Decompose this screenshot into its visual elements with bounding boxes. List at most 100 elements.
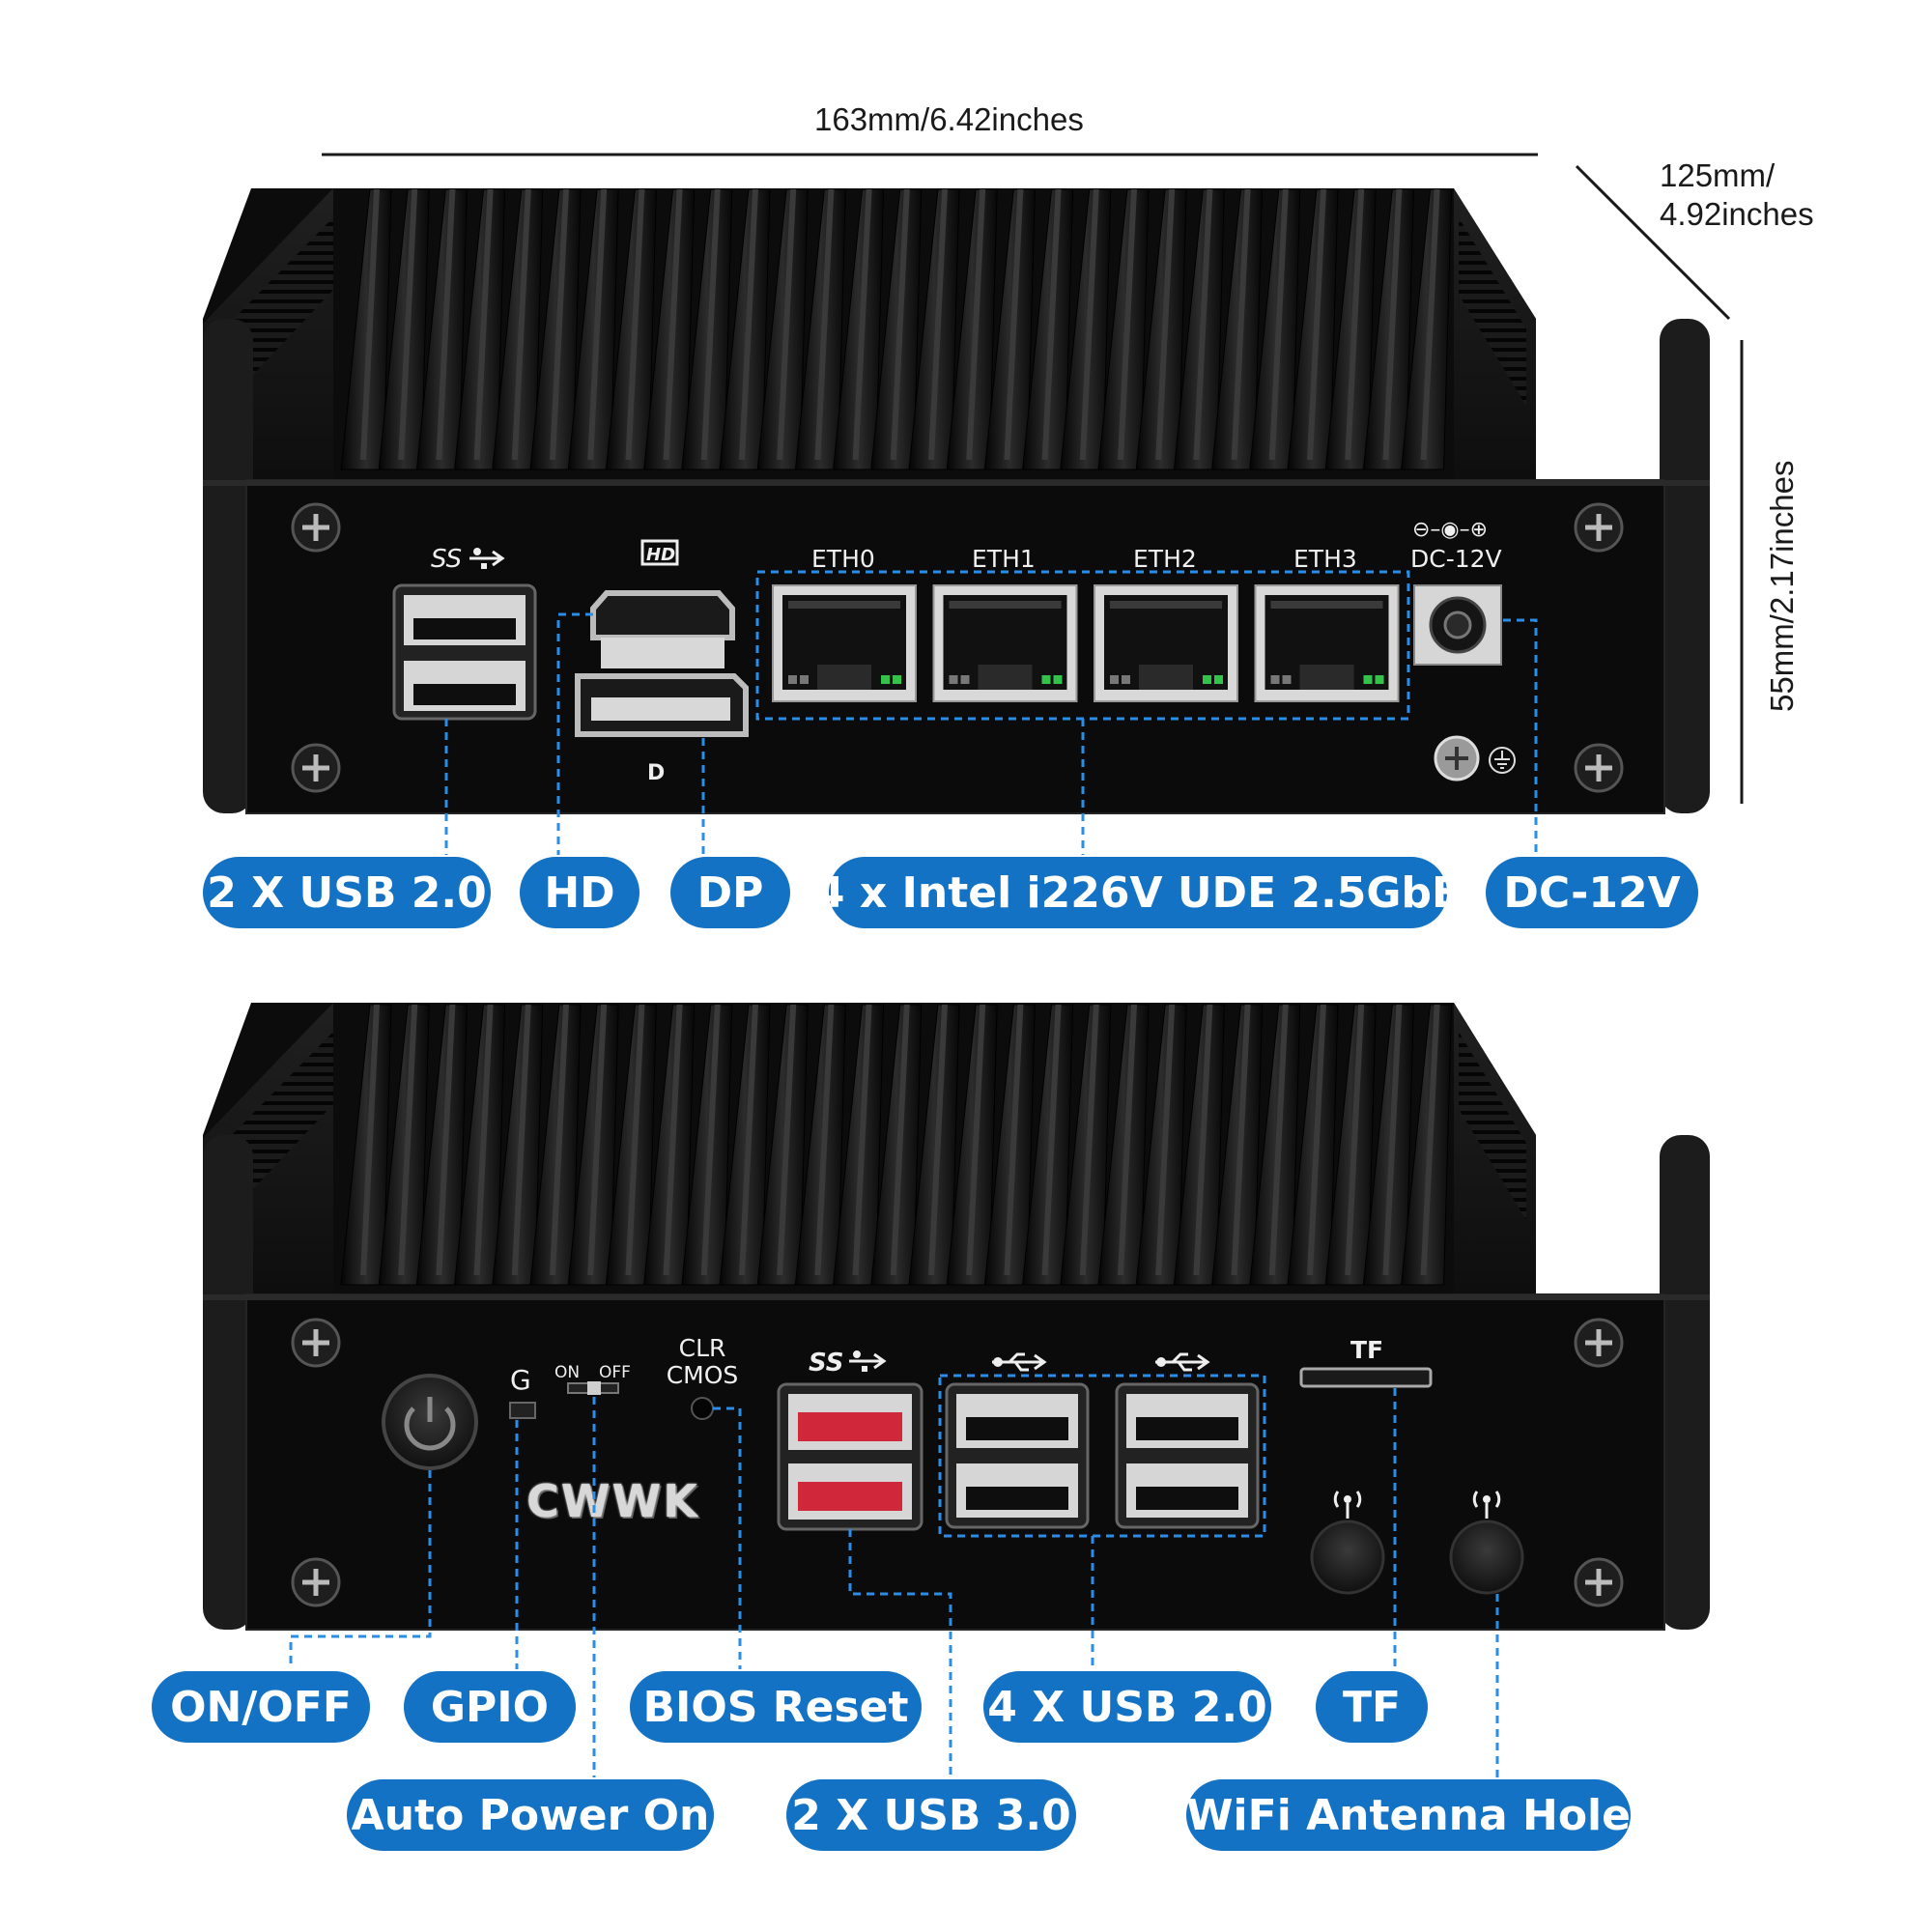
heatsink-fin-highlight <box>1193 1005 1213 1275</box>
gpio-label: G <box>510 1364 531 1396</box>
dc-label: DC-12V <box>1410 545 1502 573</box>
heatsink-fin-highlight <box>739 1005 758 1275</box>
heatsink-fin-highlight <box>1041 1005 1062 1275</box>
heatsink-fin-highlight <box>663 189 683 460</box>
dp-icon: D <box>647 761 665 785</box>
heatsink-fin-highlight <box>852 189 872 460</box>
heatsink-fin-highlight <box>625 1005 645 1275</box>
heatsink-fin-highlight <box>360 1005 380 1275</box>
bottom-connector-lines <box>289 1388 1499 1777</box>
heatsink-fin-highlight <box>1345 1005 1365 1275</box>
heatsink-fin-highlight <box>1193 189 1213 460</box>
superspeed-usb3-icon: SS <box>809 1349 887 1378</box>
switch-off-label: OFF <box>599 1363 631 1382</box>
heatsink-fin-highlight <box>814 1005 835 1275</box>
heatsink-fin-highlight <box>1231 189 1251 460</box>
heatsink-fin-highlight <box>777 189 797 460</box>
screw-icon <box>291 743 341 793</box>
heatsink-fin-highlight <box>852 1005 872 1275</box>
dc-polarity-icon: ⊖–◉–⊕ <box>1412 518 1489 542</box>
ethernet-ports <box>772 584 1400 702</box>
usb-port-stack <box>392 583 537 721</box>
cmos-label: CMOS <box>666 1361 739 1389</box>
wifi-antenna-hole <box>1449 1520 1524 1595</box>
eth1-label: ETH1 <box>972 545 1036 573</box>
heatsink-fins-bottom <box>340 1004 1453 1286</box>
heatsink-fin-highlight <box>966 1005 986 1275</box>
callout-ethernet: 4 x Intel i226V UDE 2.5GbE <box>815 857 1461 928</box>
heatsink-fin-highlight <box>1041 189 1062 460</box>
switch-on-label: ON <box>554 1363 581 1382</box>
width-dimension-label: 163mm/6.42inches <box>814 101 1084 137</box>
power-icon <box>404 1406 456 1451</box>
dc-jack <box>1413 584 1502 666</box>
heatsink-fin-highlight <box>587 189 608 460</box>
callout-bios-reset: BIOS Reset <box>630 1671 922 1743</box>
usb2-port-stack <box>1115 1382 1260 1529</box>
power-button[interactable] <box>382 1374 478 1470</box>
heatsink-fin-highlight <box>700 189 721 460</box>
heatsink-fin-highlight <box>1079 1005 1099 1275</box>
heatsink-fin-highlight <box>1420 189 1440 460</box>
wifi-icon <box>1333 1491 1362 1519</box>
heatsink-fin <box>1401 1004 1453 1286</box>
auto-power-switch[interactable] <box>567 1381 619 1395</box>
heatsink-fin-highlight <box>814 189 835 460</box>
heatsink-fin-highlight <box>928 1005 948 1275</box>
callout-wifi: WiFi Antenna Hole <box>1186 1779 1631 1851</box>
depth-dimension-label-1: 125mm/ <box>1660 157 1776 193</box>
dp-icon-label: D <box>647 761 665 785</box>
callout-usb2: 4 X USB 2.0 <box>983 1671 1271 1743</box>
ethernet-port <box>1094 584 1238 702</box>
heatsink-fin-highlight <box>1231 1005 1251 1275</box>
depth-dimension-line <box>1575 164 1731 321</box>
ethernet-port <box>1254 584 1400 702</box>
screw-icon <box>1574 502 1624 553</box>
top-connector-lines <box>444 612 1538 855</box>
usb2-port-stack <box>945 1382 1090 1529</box>
heatsink-fin-highlight <box>1079 189 1099 460</box>
heatsink-fin-highlight <box>663 1005 683 1275</box>
ethernet-port <box>772 584 917 702</box>
heatsink-fin-highlight <box>398 1005 418 1275</box>
usb3-port-stack <box>777 1382 923 1531</box>
wifi-icon <box>1472 1491 1501 1519</box>
ground-screw-icon <box>1434 735 1480 781</box>
heatsink-fin-highlight <box>1345 189 1365 460</box>
heatsink-fin-highlight <box>1382 1005 1403 1275</box>
clr-label: CLR <box>678 1334 726 1362</box>
heatsink-fin-highlight <box>1155 189 1176 460</box>
heatsink-fin-highlight <box>890 1005 910 1275</box>
callout-dp: DP <box>670 857 790 928</box>
hd-icon-label: HD <box>646 545 675 565</box>
screw-icon <box>291 1318 341 1368</box>
heatsink-fin-highlight <box>473 189 494 460</box>
depth-dimension-label-2: 4.92inches <box>1660 196 1814 232</box>
top-device: SS HD D <box>203 188 1710 814</box>
heatsink-fin-highlight <box>928 189 948 460</box>
usb-icon <box>992 1352 1047 1372</box>
heatsink-fin-highlight <box>436 189 456 460</box>
brand-logo: CWWK <box>526 1475 699 1527</box>
callout-hd: HD <box>520 857 639 928</box>
screw-icon <box>291 1557 341 1607</box>
ethernet-port <box>932 584 1078 702</box>
heatsink-fin-highlight <box>1268 189 1289 460</box>
usb2-group-outline <box>938 1374 1266 1538</box>
ground-symbol-icon <box>1489 747 1516 774</box>
callout-tf: TF <box>1316 1671 1428 1743</box>
callout-dc: DC-12V <box>1486 857 1698 928</box>
heatsink-fin-highlight <box>550 1005 569 1275</box>
heatsink-fin-highlight <box>550 189 569 460</box>
heatsink-fins-top <box>340 188 1453 470</box>
heatsink-fin-highlight <box>1155 1005 1176 1275</box>
heatsink-fin-highlight <box>360 189 380 460</box>
heatsink-fin-highlight <box>739 189 758 460</box>
heatsink-fin-highlight <box>777 1005 797 1275</box>
heatsink-fin-highlight <box>1004 1005 1024 1275</box>
clr-cmos-hole[interactable] <box>691 1397 714 1420</box>
heatsink-fin-highlight <box>511 189 531 460</box>
heatsink-fin-highlight <box>1118 1005 1137 1275</box>
screw-icon <box>1574 1318 1624 1368</box>
